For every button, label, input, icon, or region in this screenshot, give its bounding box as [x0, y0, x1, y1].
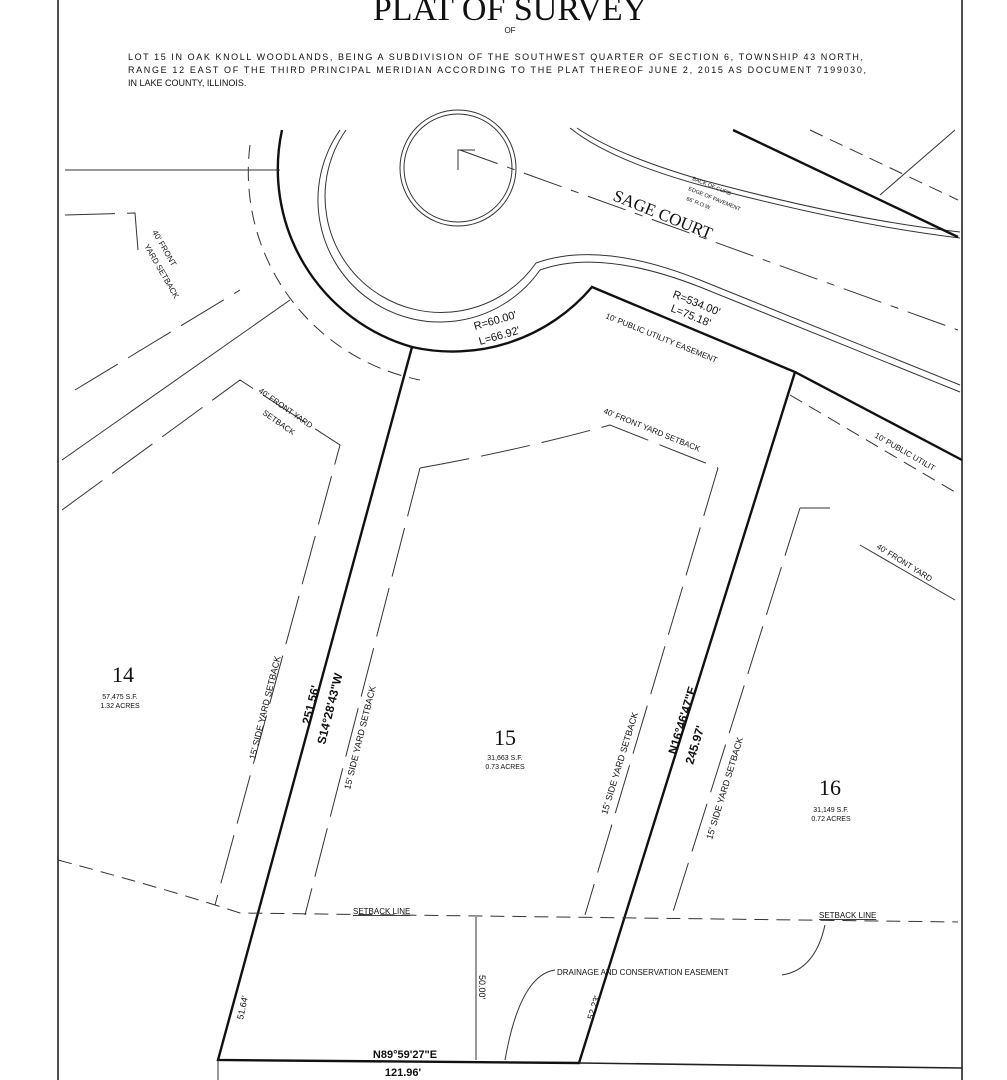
- east-easement-length: 52.23': [585, 994, 602, 1020]
- lot-15-area-sf: 31,663 S.F.: [487, 755, 522, 762]
- side-setback-label-lot-15-west: 15' SIDE YARD SETBACK: [342, 685, 377, 791]
- lot-16-number: 16: [819, 775, 841, 800]
- sage-court-road: [459, 127, 963, 496]
- setback-line-label-east: SETBACK LINE: [819, 911, 876, 920]
- legal-description-line-1: LOT 15 IN OAK KNOLL WOODLANDS, BEING A S…: [128, 52, 863, 62]
- south-bearing: N89°59'27"E: [373, 1049, 437, 1061]
- lot-15-number: 15: [494, 725, 516, 750]
- lot-15-boundary: [216, 285, 797, 1065]
- lot-15-setbacks: [57, 424, 959, 1061]
- lot-14-lines: [61, 169, 341, 906]
- utility-easement-right-label: 10' PUBLIC UTILIT: [873, 431, 937, 473]
- cul-de-sac: [247, 109, 541, 381]
- lot-14-area-sf: 57,475 S.F.: [102, 694, 137, 701]
- south-line-east: [578, 1062, 963, 1069]
- legal-description-line-2: RANGE 12 EAST OF THE THIRD PRINCIPAL MER…: [128, 65, 866, 75]
- setback-line-label-west: SETBACK LINE: [353, 907, 410, 916]
- lot-16-area-sf: 31,149 S.F.: [813, 807, 848, 814]
- front-setback-lot-15: 40' FRONT YARD SETBACK: [602, 407, 702, 454]
- side-setback-label-lot-14: 15' SIDE YARD SETBACK: [247, 655, 282, 761]
- lot-16-area-acres: 0.72 ACRES: [811, 816, 851, 823]
- front-setback-lot-16: 40' FRONT YARD: [875, 542, 934, 584]
- lot-14-area-acres: 1.32 ACRES: [100, 703, 140, 710]
- lot-15-area-acres: 0.73 ACRES: [485, 764, 525, 771]
- west-easement-length: 51.64': [235, 994, 250, 1020]
- side-setback-label-lot-16: 15' SIDE YARD SETBACK: [704, 736, 745, 841]
- south-length: 121.96': [385, 1067, 422, 1079]
- lot-14-number: 14: [112, 662, 134, 687]
- drainage-easement-label: DRAINAGE AND CONSERVATION EASEMENT: [557, 968, 729, 977]
- west-bearing: S14°28'43"W: [314, 671, 345, 746]
- title-of: OF: [504, 26, 515, 35]
- easement-depth: 50.00': [477, 975, 487, 1000]
- plat-title: PLAT OF SURVEY: [373, 0, 647, 28]
- legal-description-line-3: IN LAKE COUNTY, ILLINOIS.: [128, 78, 246, 88]
